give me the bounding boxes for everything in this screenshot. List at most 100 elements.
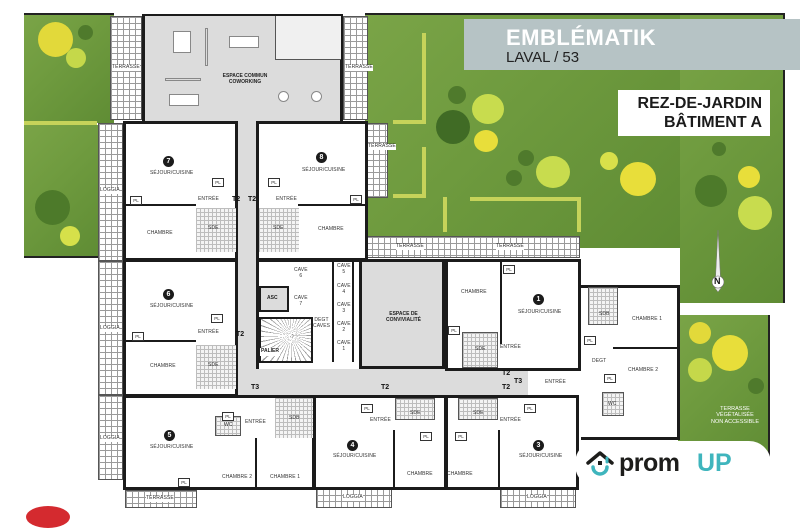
apartment-5-number: 5 xyxy=(164,430,175,441)
type-tag-t2: T2 xyxy=(502,384,511,391)
sejour-label: SÉJOUR/CUISINE xyxy=(518,309,562,315)
bathroom-sde-6: SDE xyxy=(196,345,236,389)
tree-icon xyxy=(60,226,80,246)
wall xyxy=(255,438,257,490)
chambre1-label: CHAMBRE 1 xyxy=(270,474,301,480)
red-badge xyxy=(26,506,70,528)
terrasse-coworking-right: TERRASSE xyxy=(343,16,373,120)
table-icon xyxy=(229,36,259,48)
terrasse-5: TERRASSE xyxy=(125,490,197,508)
bathroom-sde-1: SDE xyxy=(462,332,498,368)
tree-icon xyxy=(78,25,93,40)
bathroom-sde-8: SDE xyxy=(259,208,299,252)
loggia-label: LOGGIA xyxy=(343,494,363,501)
lower-corridor xyxy=(238,369,528,397)
round-table-icon xyxy=(278,91,289,102)
bathroom-sde-7: SDE xyxy=(196,208,236,252)
closet-pl: PL xyxy=(420,432,432,441)
entree-label: ENTRÉE xyxy=(545,379,566,385)
hedge xyxy=(422,33,426,123)
tree-icon xyxy=(748,378,764,394)
entree-label: ENTRÉE xyxy=(198,196,219,202)
table-icon xyxy=(173,31,191,53)
tree-icon xyxy=(688,358,712,382)
convivialite-space: ESPACE DE CONVIVIALITÉ xyxy=(359,259,445,369)
convivialite-label: ESPACE DE CONVIVIALITÉ xyxy=(385,311,421,323)
tree-icon xyxy=(536,156,570,188)
terrasse-8: TERRASSE xyxy=(366,123,396,198)
tree-icon xyxy=(474,130,498,152)
hedge xyxy=(393,194,426,198)
building-title: BÂTIMENT A xyxy=(663,114,762,131)
terrasse-label: TERRASSE xyxy=(368,143,396,150)
sde-label: SDE xyxy=(410,410,421,416)
sejour-label: SÉJOUR/CUISINE xyxy=(519,453,563,459)
terrasse-label: TERRASSE xyxy=(345,64,373,71)
loggia-3: LOGGIA xyxy=(500,488,576,508)
entree-label: ENTRÉE xyxy=(198,329,219,335)
tree-icon xyxy=(472,94,504,124)
tree-icon xyxy=(738,166,760,188)
compass-label: N xyxy=(714,276,721,286)
cellar-7[interactable]: CAVE 7 xyxy=(294,295,308,307)
cellar-2[interactable]: CAVE 2 xyxy=(337,321,351,333)
promup-logo[interactable]: prom UP xyxy=(575,441,771,487)
chambre-label: CHAMBRE xyxy=(150,363,176,369)
tree-icon xyxy=(712,335,748,371)
logo-text-up: UP xyxy=(697,449,732,477)
closet-pl: PL xyxy=(268,178,280,187)
wall xyxy=(393,430,395,490)
level-title: REZ-DE-JARDIN xyxy=(637,95,762,112)
type-tag-t2: T2 xyxy=(232,196,241,203)
sde-label: SDE xyxy=(208,362,219,368)
closet-pl: PL xyxy=(361,404,373,413)
type-tag-t2: T2 xyxy=(381,384,390,391)
sejour-label: SÉJOUR/CUISINE xyxy=(302,167,346,173)
kitchen-counter xyxy=(275,16,341,60)
sde-label: SDE xyxy=(475,346,486,352)
loggia-7: LOGGIA xyxy=(98,123,123,261)
loggia-label: LOGGIA xyxy=(100,187,120,194)
hedge xyxy=(470,197,580,201)
cellar-4[interactable]: CAVE 4 xyxy=(337,283,351,295)
degt-label: DEGT xyxy=(592,358,607,364)
sde-label: SDE xyxy=(273,225,284,231)
bathroom-sdb-2: SDB xyxy=(588,287,618,325)
apartment-3-number: 3 xyxy=(533,440,544,451)
logo-text-prom: prom xyxy=(619,449,680,477)
wc-label: WC xyxy=(608,401,617,407)
cellar-column: CAVE 5 CAVE 4 CAVE 3 CAVE 2 CAVE 1 xyxy=(332,262,354,362)
closet-pl: PL xyxy=(132,332,144,341)
chambre-label: CHAMBRE xyxy=(318,226,344,232)
terrasse-label: TERRASSE xyxy=(146,495,174,502)
closet-pl: PL xyxy=(130,196,142,205)
bathroom-sdb-5: SDB xyxy=(275,398,315,438)
cellar-5[interactable]: CAVE 5 xyxy=(337,263,351,275)
sejour-label: SÉJOUR/CUISINE xyxy=(150,170,194,176)
closet-pl: PL xyxy=(211,314,223,323)
hedge xyxy=(422,147,426,197)
sde-label: SDE xyxy=(473,410,484,416)
closet-pl: PL xyxy=(524,404,536,413)
bathroom-sde-4: SDE xyxy=(395,398,435,420)
closet-pl: PL xyxy=(222,412,234,421)
tree-icon xyxy=(436,110,470,144)
chambre2-label: CHAMBRE 2 xyxy=(222,474,253,480)
loggia-label: LOGGIA xyxy=(527,494,547,501)
chambre-label: CHAMBRE xyxy=(447,471,473,477)
entree-label: ENTRÉE xyxy=(500,417,521,423)
tree-icon xyxy=(518,150,534,166)
cellar-corridor-label: DEGT CAVES xyxy=(313,317,331,329)
chambre-label: CHAMBRE xyxy=(461,289,487,295)
house-icon xyxy=(586,451,614,476)
project-title: EMBLÉMATIK xyxy=(506,25,657,50)
cellar-3[interactable]: CAVE 3 xyxy=(337,302,351,314)
apartment-7-number: 7 xyxy=(163,156,174,167)
cellar-6[interactable]: CAVE 6 xyxy=(294,267,308,279)
coworking-space: ESPACE COMMUN COWORKING xyxy=(142,14,343,122)
bench-icon xyxy=(205,28,208,66)
table-icon xyxy=(169,94,199,106)
project-header: EMBLÉMATIK LAVAL / 53 xyxy=(464,19,800,70)
entree-label: ENTRÉE xyxy=(276,196,297,202)
cellar-1[interactable]: CAVE 1 xyxy=(337,340,351,352)
